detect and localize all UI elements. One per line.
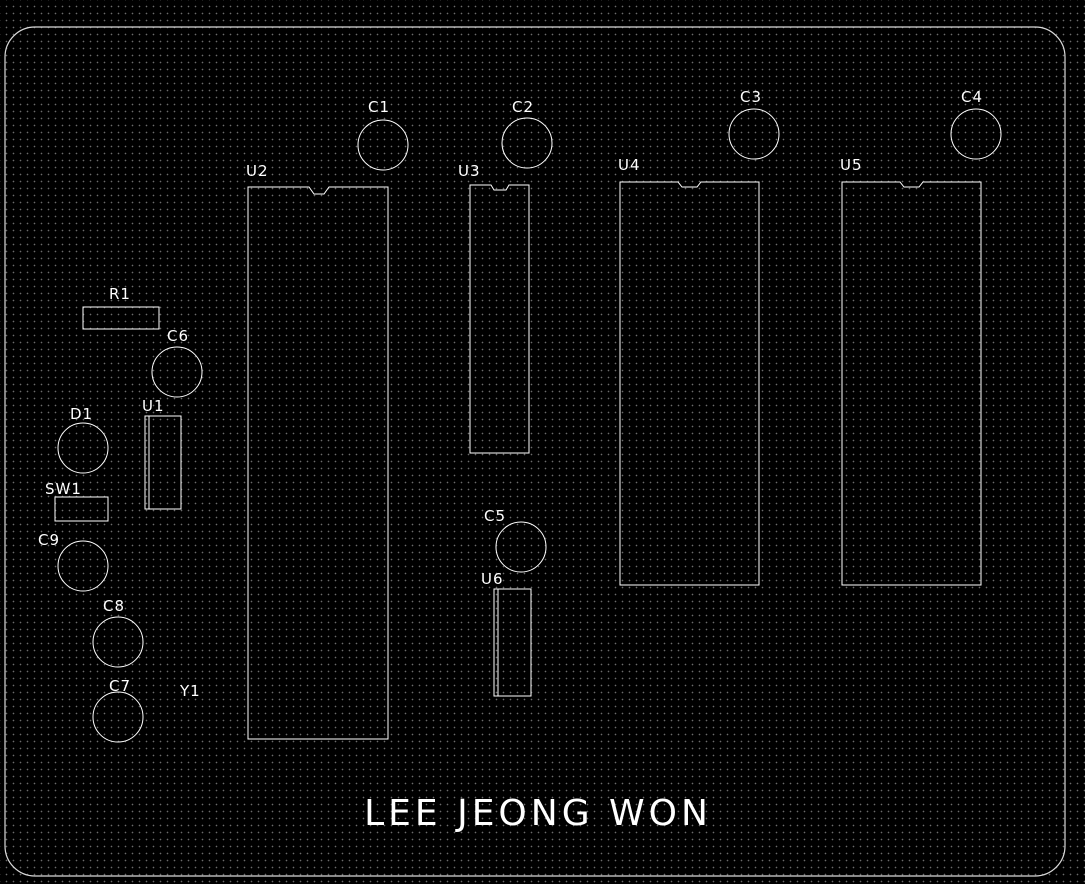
capacitor-c7: C7	[92, 677, 144, 743]
u5-label: U5	[840, 156, 863, 174]
board-banner-text: LEE JEONG WON	[364, 793, 712, 834]
r1-outline	[82, 306, 160, 330]
u6-outline	[493, 588, 532, 697]
c9-label: C9	[38, 531, 60, 549]
capacitor-c8: C8	[92, 597, 144, 668]
u3-outline	[469, 184, 530, 454]
c4-outline	[950, 108, 1002, 160]
board-outline	[4, 26, 1066, 877]
c4-label: C4	[961, 88, 983, 106]
d1-label: D1	[70, 405, 93, 423]
d1-outline	[57, 422, 109, 474]
capacitor-c5: C5	[484, 507, 547, 573]
u1-outline	[144, 415, 182, 510]
capacitor-c6: C6	[151, 327, 203, 398]
diode-d1: D1	[57, 405, 109, 474]
u3-label: U3	[458, 162, 481, 180]
c3-label: C3	[740, 88, 762, 106]
ic-u3: U3	[458, 162, 530, 454]
c5-outline	[495, 521, 547, 573]
c6-outline	[151, 346, 203, 398]
c5-label: C5	[484, 507, 506, 525]
capacitor-c1: C1	[357, 98, 409, 171]
c2-outline	[501, 117, 553, 169]
capacitor-c3: C3	[728, 88, 780, 160]
sw1-outline	[54, 496, 109, 522]
u1-label: U1	[142, 397, 165, 415]
capacitor-c4: C4	[950, 88, 1002, 160]
c8-outline	[92, 616, 144, 668]
c1-label: C1	[368, 98, 390, 116]
c3-outline	[728, 108, 780, 160]
c2-label: C2	[512, 98, 534, 116]
u2-outline	[247, 186, 389, 740]
resistor-r1: R1	[82, 285, 160, 330]
c7-outline	[92, 691, 144, 743]
y1-label: Y1	[179, 682, 201, 700]
u6-label: U6	[481, 570, 504, 588]
ic-u6: U6	[481, 570, 532, 697]
switch-sw1: SW1	[45, 480, 109, 522]
ic-u2: U2	[246, 162, 389, 740]
capacitor-c9: C9	[38, 531, 109, 592]
ic-u4: U4	[618, 156, 760, 586]
capacitor-c2: C2	[501, 98, 553, 169]
ic-u5: U5	[840, 156, 982, 586]
u4-outline	[619, 181, 760, 586]
c6-label: C6	[167, 327, 189, 345]
u5-outline	[841, 181, 982, 586]
c9-outline	[57, 540, 109, 592]
crystal-y1: Y1	[179, 682, 201, 700]
u2-label: U2	[246, 162, 269, 180]
sw1-label: SW1	[45, 480, 82, 498]
r1-label: R1	[109, 285, 131, 303]
c7-label: C7	[109, 677, 131, 695]
u4-label: U4	[618, 156, 641, 174]
c1-outline	[357, 119, 409, 171]
ic-u1: U1	[142, 397, 182, 510]
c8-label: C8	[103, 597, 125, 615]
